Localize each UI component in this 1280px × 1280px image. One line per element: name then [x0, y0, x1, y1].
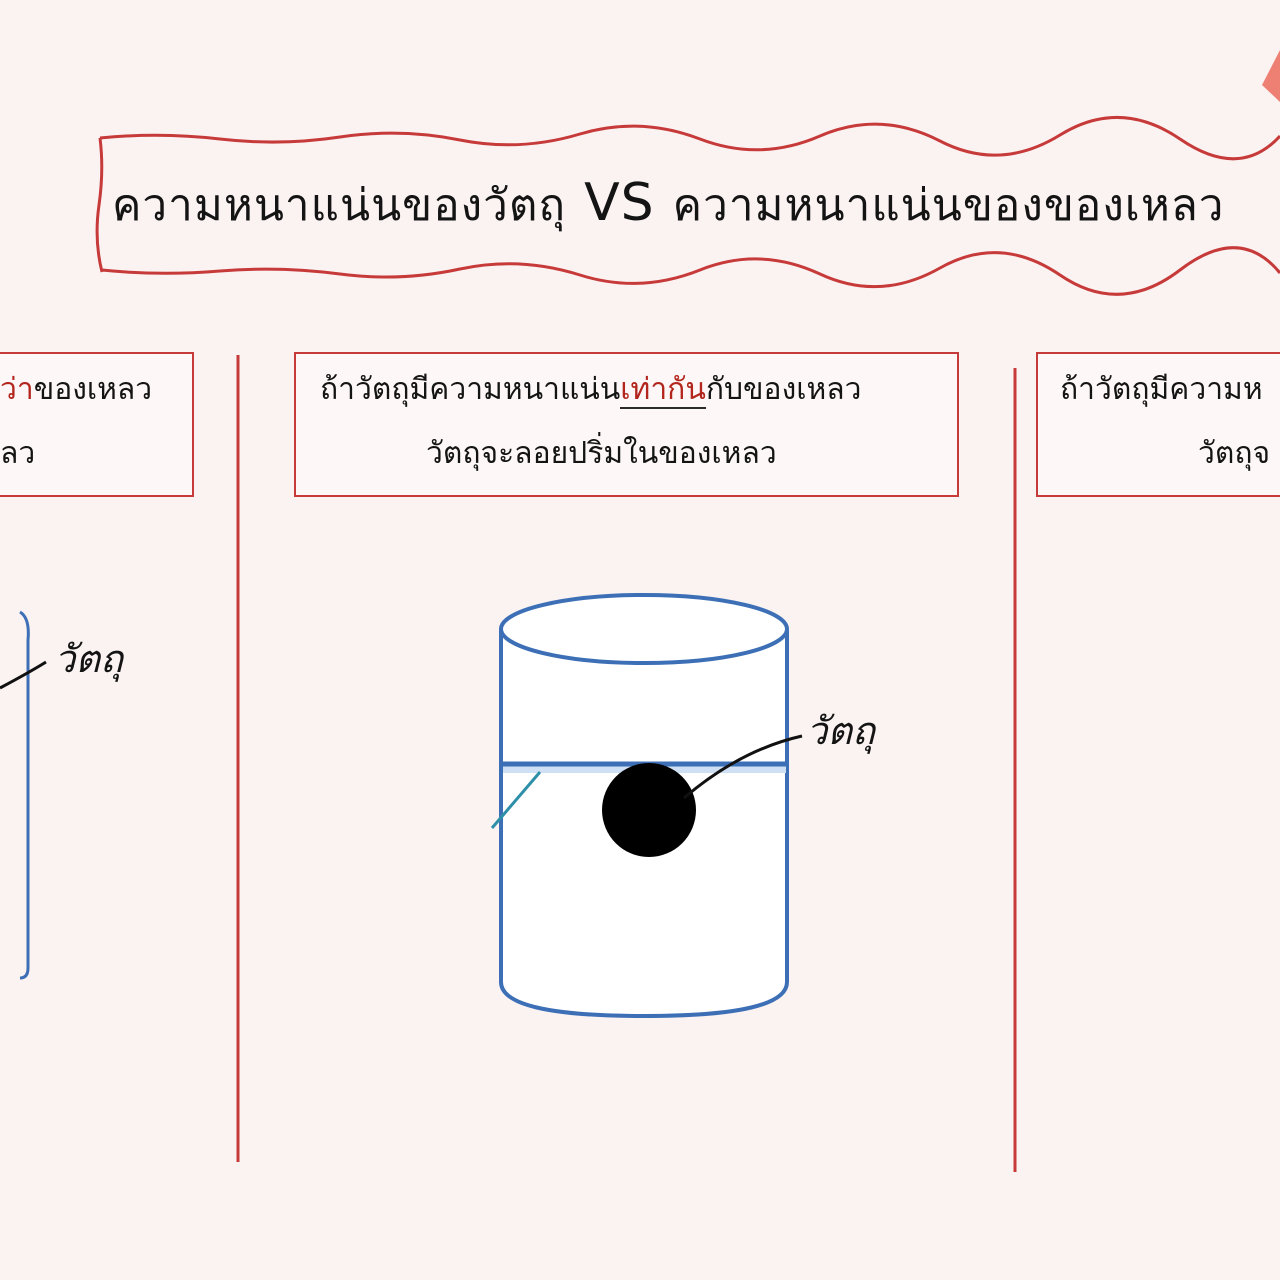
title-vs: VS	[584, 173, 655, 233]
pencil-tip-icon	[1262, 50, 1280, 102]
middle-label-pointer	[683, 734, 803, 800]
middle-condition-box	[294, 352, 959, 497]
left-condition-box	[0, 352, 194, 497]
title-left: ความหนาแน่นของวัตถุ	[112, 180, 567, 231]
left-label-pointer	[0, 660, 47, 690]
left-object-label: วัตถุ	[54, 637, 124, 681]
right-condition-box	[1036, 352, 1280, 497]
middle-condition-line1: ถ้าวัตถุมีความหนาแน่นเท่ากันกับของเหลว	[320, 370, 861, 410]
left-line1-rest: ของเหลว	[33, 372, 153, 407]
left-highlight-word: ว่า	[0, 372, 34, 407]
left-container-edge	[19, 610, 30, 980]
title-right: ความหนาแน่นของของเหลว	[672, 180, 1225, 231]
left-condition-line2: ลว	[0, 436, 36, 471]
middle-highlight-word: เท่ากัน	[620, 372, 706, 409]
right-condition-line2: วัตถุจ	[1198, 436, 1271, 471]
middle-object-label: วัตถุ	[806, 709, 876, 753]
middle-line1-end: กับของเหลว	[705, 372, 862, 407]
middle-condition-line2: วัตถุจะลอยปริ่มในของเหลว	[426, 436, 777, 471]
liquid-stroke-mark	[490, 771, 542, 829]
title-frame	[95, 116, 1280, 296]
middle-line1-start: ถ้าวัตถุมีความหนาแน่น	[320, 372, 621, 407]
right-condition-line1: ถ้าวัตถุมีความห	[1060, 372, 1263, 407]
page-title: ความหนาแน่นของวัตถุ VS ความหนาแน่นของของเห…	[112, 168, 1225, 241]
object-ball	[602, 763, 696, 857]
left-condition-line1: ว่าของเหลว	[0, 370, 152, 410]
